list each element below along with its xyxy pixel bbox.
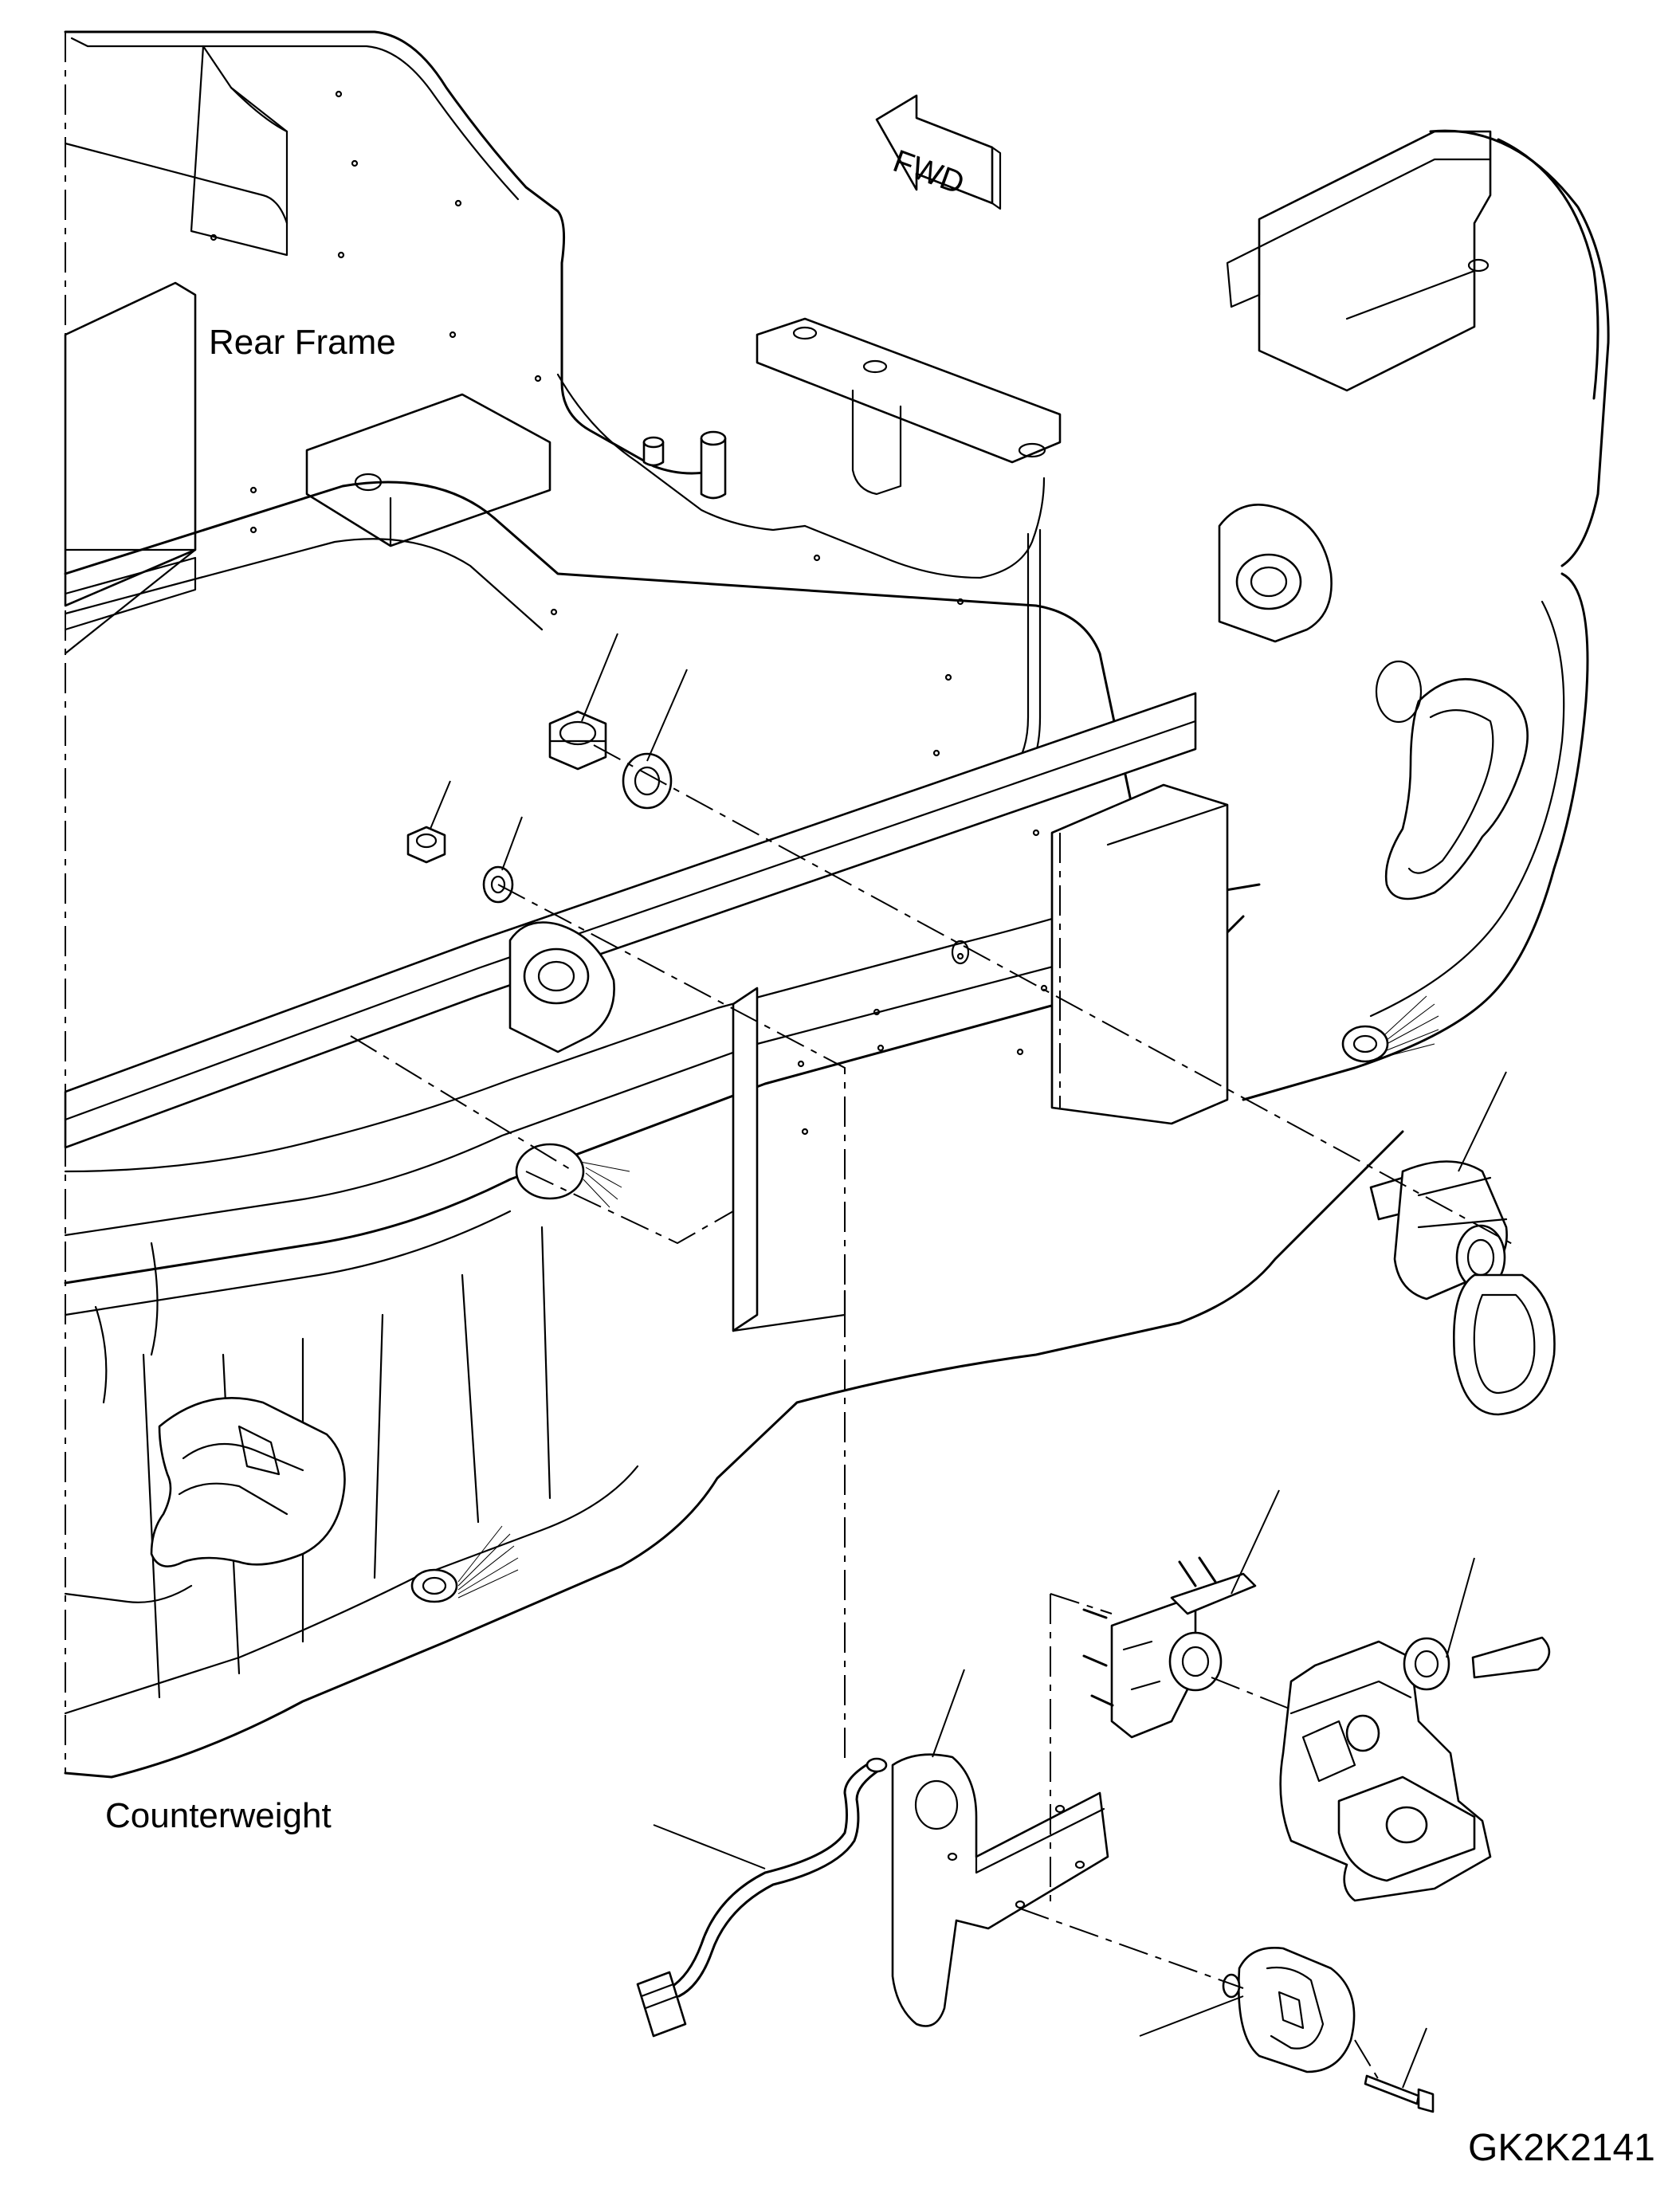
callout-leaders <box>430 633 1507 2089</box>
cross-member <box>64 504 1333 1332</box>
hardware-nut-small <box>406 826 446 864</box>
wiring-harness <box>636 1757 888 2038</box>
fwd-arrow-icon <box>875 94 1002 210</box>
counterweight-label: Counterweight <box>105 1796 332 1835</box>
frame-holes <box>210 90 1048 1136</box>
bolt <box>1364 2074 1435 2113</box>
towing-eye <box>1369 1160 1556 1416</box>
coupling-hook <box>1279 1636 1551 1902</box>
boss-hatch-right <box>1341 995 1439 1063</box>
rear-frame-label: Rear Frame <box>209 323 396 362</box>
drawing-id: GK2K2141 <box>1468 2127 1655 2169</box>
counterweight <box>64 129 1610 1779</box>
assembly-centerlines <box>350 744 1519 2081</box>
hitch-mount-plate <box>1082 1556 1257 1739</box>
rear-frame <box>64 30 1492 1773</box>
hardware-nut-large <box>548 710 607 771</box>
boss-hatch-center <box>515 1143 630 1208</box>
hardware-washer-large <box>622 752 673 810</box>
electrical-socket <box>1222 1947 1356 2073</box>
mount-bracket-plate <box>891 1753 1109 2027</box>
boss-hatch-left <box>410 1525 519 1603</box>
